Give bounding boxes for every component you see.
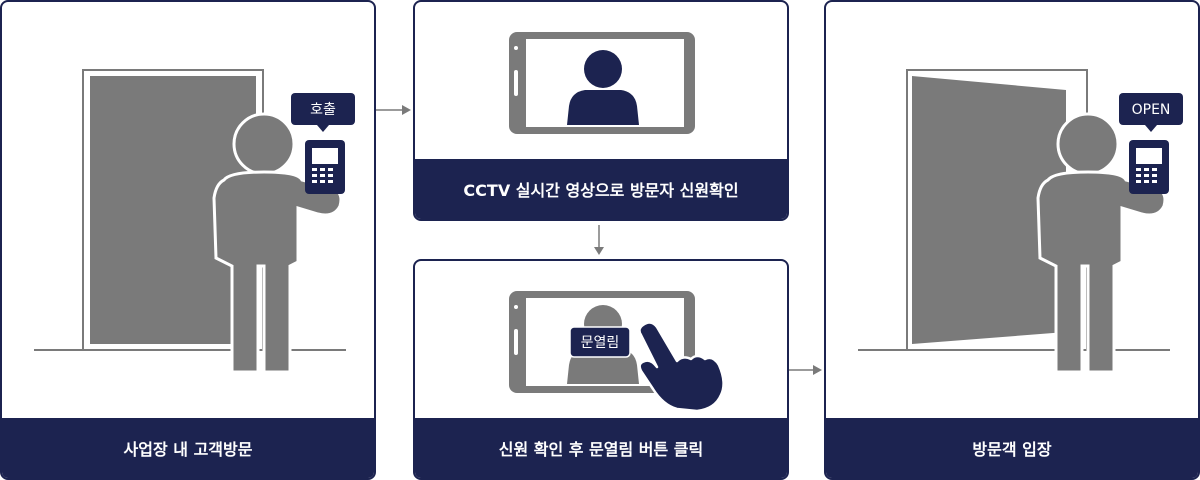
arrow-down-icon [594, 225, 604, 255]
open-bubble: OPEN [1119, 93, 1183, 132]
open-click-illustration: 문열림 [509, 291, 725, 413]
pointing-hand-icon [638, 321, 725, 413]
intercom-icon [305, 140, 345, 194]
step-enter-panel: OPEN 방문객 입장 [824, 0, 1200, 480]
step-visit-panel: 호출 사업장 내 고객방문 [0, 0, 376, 480]
door-open-button-label: 문열림 [581, 335, 620, 351]
arrow-right-icon [789, 365, 822, 375]
cctv-illustration [509, 32, 695, 134]
enter-illustration: OPEN [858, 69, 1183, 374]
person-icon [212, 112, 343, 374]
visit-illustration: 호출 [34, 69, 355, 374]
step-cctv-panel: CCTV 실시간 영상으로 방문자 신원확인 [413, 0, 789, 221]
call-bubble: 호출 [291, 93, 355, 132]
open-door-icon [912, 76, 1066, 344]
intercom-icon [1129, 140, 1169, 194]
step-enter-caption: 방문객 입장 [826, 418, 1198, 478]
call-bubble-label: 호출 [310, 102, 336, 118]
arrow-right-icon [376, 105, 411, 115]
step-cctv-caption: CCTV 실시간 영상으로 방문자 신원확인 [415, 159, 787, 219]
door-open-button[interactable]: 문열림 [569, 326, 631, 358]
step-visit-caption: 사업장 내 고객방문 [2, 418, 374, 478]
step-open-click-caption: 신원 확인 후 문열림 버튼 클릭 [415, 418, 787, 478]
visitor-icon [567, 50, 639, 125]
person-icon [1036, 112, 1167, 374]
step-open-click-panel: 문열림 신원 확인 후 문열림 버튼 클릭 [413, 259, 789, 480]
open-bubble-label: OPEN [1132, 102, 1171, 118]
